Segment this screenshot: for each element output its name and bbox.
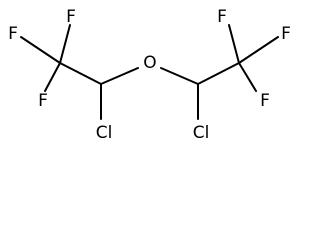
bond-left-f-top-left	[20, 36, 61, 64]
bond-left-chcl-o	[100, 67, 139, 85]
bond-right-f-top-right	[238, 36, 279, 64]
atom-label-right-f-top-right: F	[281, 24, 291, 44]
atom-label-left-f-bottom: F	[38, 91, 48, 111]
atom-label-right-f-bottom: F	[260, 91, 270, 111]
bond-left-f-top	[59, 24, 71, 64]
bond-right-chcl-cf3	[197, 62, 240, 85]
bond-left-f-bottom	[44, 62, 61, 92]
atom-label-left-f-top: F	[66, 7, 76, 27]
bond-right-f-bottom	[238, 62, 257, 92]
atom-label-right-f-top: F	[217, 7, 227, 27]
bond-left-cf3-chcl	[59, 62, 102, 85]
atom-label-right-cl: Cl	[193, 123, 210, 143]
bond-right-f-top	[228, 24, 240, 64]
bond-o-right-chcl	[160, 67, 199, 85]
atom-label-left-cl: Cl	[96, 123, 113, 143]
atom-label-left-f-top-left: F	[8, 24, 18, 44]
chemical-structure-diagram: F F F Cl O Cl F F F	[8, 7, 291, 143]
atom-label-oxygen: O	[143, 53, 156, 73]
